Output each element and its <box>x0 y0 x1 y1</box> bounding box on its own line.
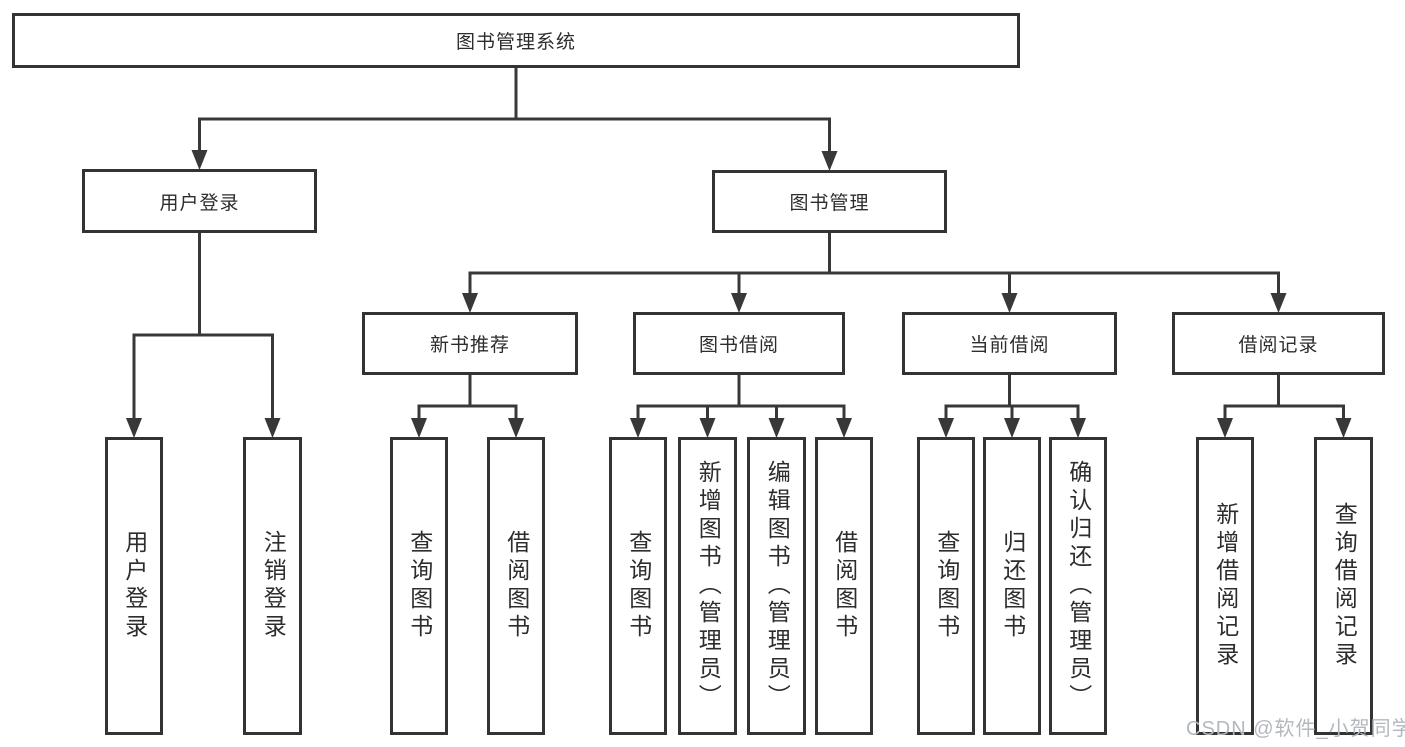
arrowhead <box>1335 418 1352 438</box>
node-leaf-query-book-current: 查询图书 <box>917 437 975 735</box>
arrowhead <box>411 418 427 438</box>
arrowhead <box>1070 418 1086 438</box>
arrowhead <box>768 418 785 438</box>
arrowhead <box>126 418 142 438</box>
arrowhead <box>731 293 747 313</box>
node-label-leaf-confirm-return: 确认归还（管理员） <box>1065 460 1092 712</box>
node-label-leaf-add-borrow-record: 新增借阅记录 <box>1212 502 1239 670</box>
node-leaf-add-book-admin: 新增图书（管理员） <box>678 437 737 735</box>
arrowhead <box>1001 293 1018 313</box>
node-label-leaf-borrow-book-rec: 借阅图书 <box>503 530 530 642</box>
node-label-leaf-query-book-borrow: 查询图书 <box>625 530 652 642</box>
node-label-root: 图书管理系统 <box>455 32 576 53</box>
arrowhead <box>699 418 716 438</box>
node-leaf-borrow-book-rec: 借阅图书 <box>487 437 545 735</box>
node-leaf-borrow-book: 借阅图书 <box>815 437 873 735</box>
node-label-book-management: 图书管理 <box>789 193 870 214</box>
node-new-book-recommend: 新书推荐 <box>362 312 578 375</box>
node-label-leaf-user-login: 用户登录 <box>121 530 148 642</box>
node-root: 图书管理系统 <box>12 13 1020 68</box>
node-label-borrowing-records: 借阅记录 <box>1238 335 1319 356</box>
node-book-management: 图书管理 <box>712 170 947 233</box>
node-label-leaf-borrow-book: 借阅图书 <box>831 530 858 642</box>
arrowhead <box>462 293 478 313</box>
node-borrowing-records: 借阅记录 <box>1172 312 1385 375</box>
node-leaf-user-login: 用户登录 <box>105 437 163 735</box>
arrowhead <box>508 418 524 438</box>
arrowhead <box>191 150 208 170</box>
arrowhead <box>821 151 838 171</box>
node-leaf-query-book-borrow: 查询图书 <box>609 437 667 735</box>
node-user-login: 用户登录 <box>82 169 317 233</box>
node-leaf-query-book-rec: 查询图书 <box>390 437 448 735</box>
node-label-leaf-logout: 注销登录 <box>260 530 287 642</box>
node-label-book-borrowing: 图书借阅 <box>698 335 779 356</box>
arrowhead <box>264 418 281 438</box>
node-leaf-query-borrow-record: 查询借阅记录 <box>1314 437 1373 735</box>
node-label-leaf-add-book-admin: 新增图书（管理员） <box>695 460 722 712</box>
node-book-borrowing: 图书借阅 <box>633 312 845 375</box>
node-label-leaf-edit-book-admin: 编辑图书（管理员） <box>764 460 791 712</box>
node-leaf-logout: 注销登录 <box>243 437 302 735</box>
node-leaf-confirm-return: 确认归还（管理员） <box>1049 437 1107 735</box>
arrowhead <box>1270 293 1287 313</box>
node-leaf-edit-book-admin: 编辑图书（管理员） <box>747 437 806 735</box>
arrowhead <box>836 418 852 438</box>
node-label-leaf-query-borrow-record: 查询借阅记录 <box>1331 502 1358 670</box>
node-label-current-borrowing: 当前借阅 <box>969 335 1050 356</box>
node-label-leaf-query-book-rec: 查询图书 <box>406 530 433 642</box>
watermark: CSDN @软件_小贺同学 <box>1186 718 1405 740</box>
node-label-leaf-return-book: 归还图书 <box>999 530 1026 642</box>
arrowhead <box>1004 418 1020 438</box>
node-label-new-book-recommend: 新书推荐 <box>429 335 510 356</box>
arrowhead <box>938 418 954 438</box>
node-current-borrowing: 当前借阅 <box>902 312 1117 375</box>
node-label-leaf-query-book-current: 查询图书 <box>933 530 960 642</box>
node-leaf-add-borrow-record: 新增借阅记录 <box>1196 437 1254 735</box>
node-label-user-login: 用户登录 <box>159 192 240 214</box>
arrowhead <box>1217 418 1233 438</box>
arrowhead <box>630 418 646 438</box>
node-leaf-return-book: 归还图书 <box>983 437 1041 735</box>
